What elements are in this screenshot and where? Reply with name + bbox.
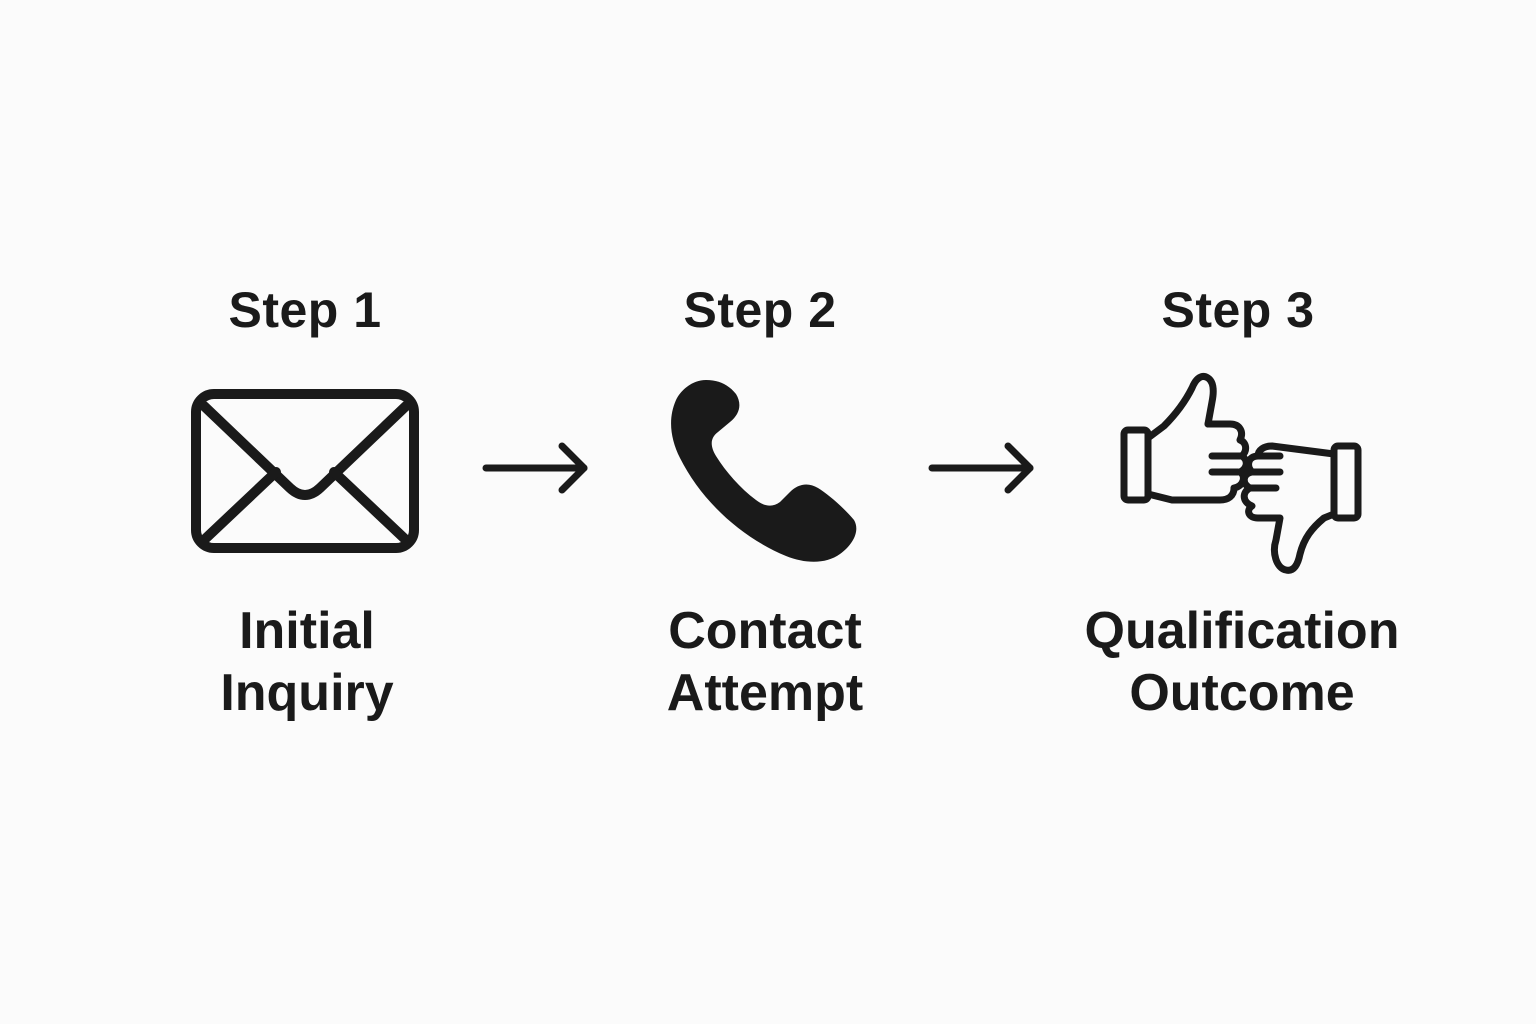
step-3-heading: Step 3 <box>1161 282 1315 338</box>
thumbs-down-icon <box>1240 442 1362 574</box>
arrow-right-icon <box>482 442 588 494</box>
step-2-label: Contact Attempt <box>575 600 955 724</box>
step-3-label-line2: Outcome <box>1129 664 1355 722</box>
step-3-label: Qualification Outcome <box>1052 600 1432 724</box>
arrow-right-icon <box>928 442 1034 494</box>
thumbs-up-icon <box>1120 373 1250 504</box>
step-1-label-line1: Initial <box>239 602 375 660</box>
step-1-label-line2: Inquiry <box>220 664 394 722</box>
step-2-label-line2: Attempt <box>666 664 864 722</box>
thumbs-up-down-icon <box>1120 373 1362 574</box>
phone-icon <box>671 380 857 562</box>
envelope-icon <box>191 389 419 553</box>
step-1-label: Initial Inquiry <box>117 600 497 724</box>
step-3-label-line1: Qualification <box>1084 602 1400 660</box>
step-2-label-line1: Contact <box>668 602 862 660</box>
step-2-heading: Step 2 <box>683 282 837 338</box>
step-1-heading: Step 1 <box>228 282 382 338</box>
